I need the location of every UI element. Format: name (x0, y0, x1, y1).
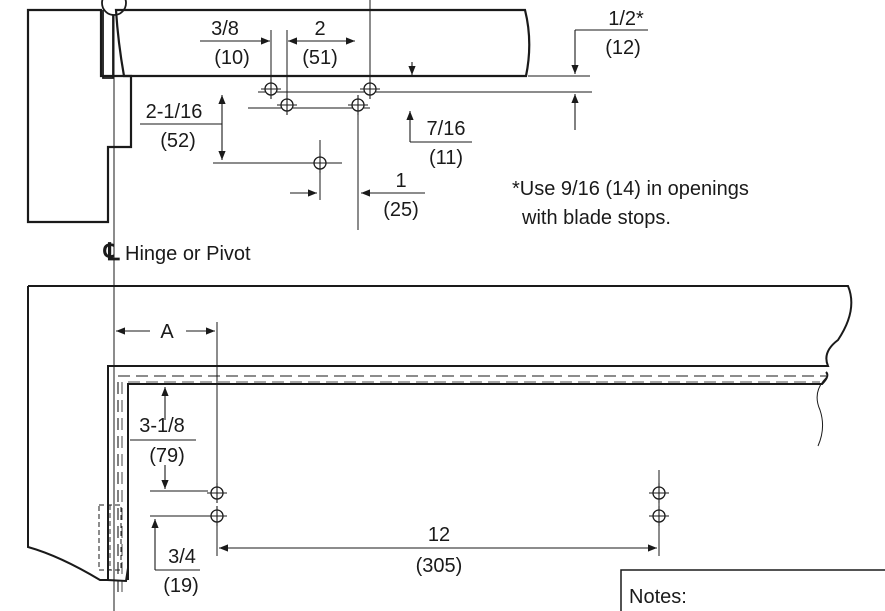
dim-12-metric: (305) (416, 555, 463, 577)
centerline-symbol-icon: ℄ (103, 239, 120, 266)
mounting-hole-icon (359, 78, 381, 100)
centerline-label: Hinge or Pivot (125, 243, 251, 265)
notes-box: Notes: (620, 569, 885, 611)
door-stop-profile (102, 10, 114, 79)
footnote-line-1: *Use 9/16 (14) in openings (512, 178, 749, 200)
frame-inner-profile (107, 366, 129, 580)
mounting-hole-icon (260, 78, 282, 100)
hidden-line-dashed (117, 375, 826, 592)
mounting-hole-icon (206, 482, 228, 504)
dim-3-4-value: 3/4 (168, 546, 196, 568)
break-line (816, 377, 827, 447)
dim-3-1-8-value: 3-1/8 (139, 415, 185, 437)
dim-2-value: 2 (314, 18, 325, 40)
frame-header-section (114, 8, 531, 78)
dim-2-1-16-metric: (52) (160, 130, 196, 152)
mounting-hole-icon (648, 505, 670, 527)
mounting-hole-icon (648, 482, 670, 504)
frame-elevation-outline (27, 285, 853, 583)
dim-7-16-value: 7/16 (427, 118, 466, 140)
dim-3-8-metric: (10) (214, 47, 250, 69)
hidden-line-dashed (121, 381, 820, 592)
dim-2-metric: (51) (302, 47, 338, 69)
dim-3-4-metric: (19) (163, 575, 199, 597)
dim-2-1-16-value: 2-1/16 (146, 101, 203, 123)
notes-box-frame (620, 569, 885, 611)
mounting-hole-icon (206, 505, 228, 527)
dim-1-2-value: 1/2* (608, 8, 644, 30)
dim-1-metric: (25) (383, 199, 419, 221)
dim-7-16-metric: (11) (429, 147, 463, 169)
dim-12-value: 12 (428, 524, 450, 546)
mounting-hole-icon (347, 94, 369, 116)
dim-a-label: A (160, 321, 174, 343)
footnote-line-2: with blade stops. (521, 207, 671, 229)
door-frame-section (26, 8, 133, 224)
centerline-marker (101, 0, 127, 16)
top-view: 3/8 (10) 2 (51) 1/2* (12) 2-1/16 (52) 7/… (26, 0, 749, 611)
dim-1-2-metric: (12) (605, 37, 641, 59)
dim-3-8-value: 3/8 (211, 18, 239, 40)
notes-title: Notes: (629, 586, 687, 608)
front-view: A 3-1/8 (79) 3/4 (19) 12 (305) (27, 285, 853, 597)
mounting-hole-icon (309, 152, 331, 174)
mounting-hole-icon (276, 94, 298, 116)
dim-1-value: 1 (395, 170, 406, 192)
dim-3-1-8-metric: (79) (149, 445, 185, 467)
